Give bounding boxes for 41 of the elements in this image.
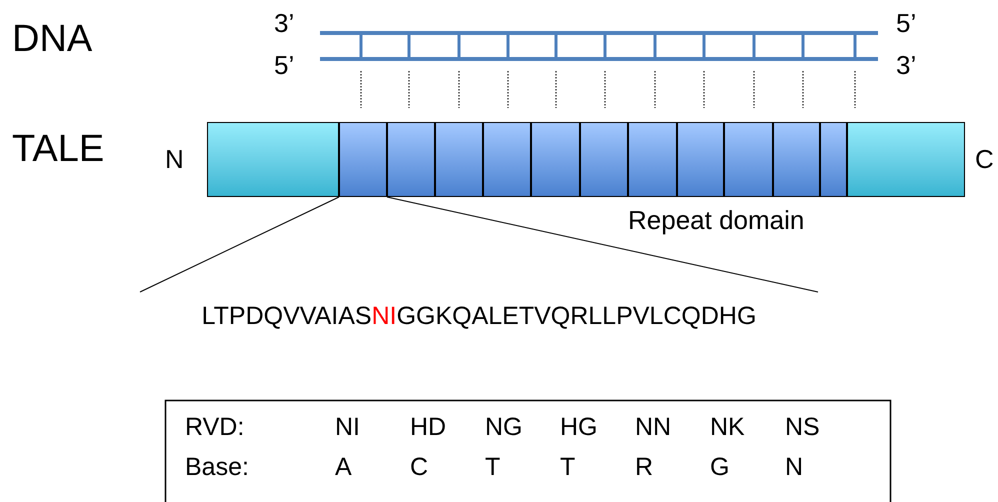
repeat-unit-box (483, 122, 531, 197)
table-cell: T (485, 455, 500, 480)
table-cell: NG (485, 415, 522, 440)
repeat-unit-box (531, 122, 580, 197)
row-header: RVD: (185, 415, 244, 440)
terminus-label: N (165, 146, 184, 172)
table-cell: N (785, 455, 804, 480)
strand-end-label: 3’ (896, 52, 916, 78)
table-cell: A (335, 455, 352, 480)
table-cell: NI (335, 415, 360, 440)
row-heading: DNA (12, 20, 92, 58)
amino-acid-sequence: LTPDQVVAIASNIGGKQALETVQRLLPVLCQDHG (140, 292, 818, 342)
repeat-unit-box (387, 122, 435, 197)
row-header: Base: (185, 455, 249, 480)
repeat-unit-box (724, 122, 773, 197)
strand-end-label: 5’ (274, 52, 294, 78)
table-cell: NN (635, 415, 672, 440)
table-cell: C (410, 455, 428, 480)
expansion-line (140, 196, 340, 292)
repeat-unit-box (677, 122, 724, 197)
terminal-domain-box (847, 122, 965, 197)
row-heading: TALE (12, 130, 104, 168)
terminal-domain-box (207, 122, 339, 197)
table-cell: NK (710, 415, 745, 440)
strand-end-label: 5’ (896, 10, 916, 36)
table-cell: R (635, 455, 654, 480)
domain-label: Repeat domain (628, 207, 804, 233)
repeat-unit-box (339, 122, 387, 197)
repeat-unit-box (580, 122, 628, 197)
strand-end-label: 3’ (274, 10, 294, 36)
terminus-label: C (975, 146, 994, 172)
repeat-unit-box (773, 122, 820, 197)
repeat-unit-box (820, 122, 847, 197)
table-cell: T (560, 455, 576, 480)
table-cell: G (710, 455, 730, 480)
repeat-unit-box (628, 122, 677, 197)
table-cell: NS (785, 415, 820, 440)
table-cell: HG (560, 415, 598, 440)
repeat-unit-box (435, 122, 483, 197)
table-cell: HD (410, 415, 446, 440)
expansion-line (386, 196, 818, 292)
